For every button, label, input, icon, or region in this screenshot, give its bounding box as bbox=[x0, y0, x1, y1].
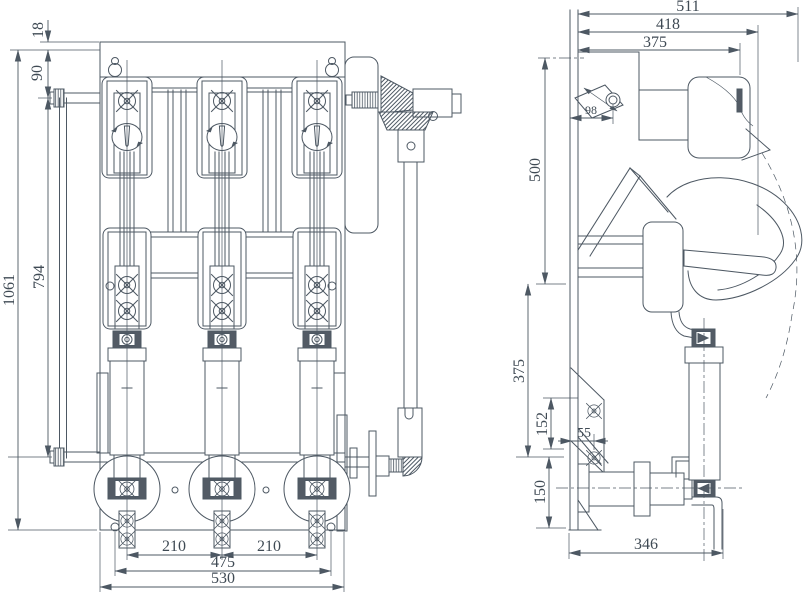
operating-mechanism bbox=[344, 56, 462, 409]
dim-side-bushing-drop: 150 bbox=[532, 480, 549, 504]
dim-side-base-depth: 346 bbox=[634, 536, 658, 553]
dim-side-mid-depth: 418 bbox=[656, 16, 680, 33]
front-view: 18 90 1061 794 210 210 475 530 bbox=[1, 20, 462, 592]
side-view: 511 418 375 98 500 375 152 55 150 bbox=[511, 0, 803, 562]
terminal-bracket-side bbox=[570, 367, 605, 474]
operating-handle bbox=[683, 249, 777, 276]
mounting-keyhole-right bbox=[325, 57, 339, 77]
dim-front-shaft-span: 794 bbox=[31, 265, 48, 289]
dim-front-pole-pitch-left: 210 bbox=[162, 538, 186, 555]
dim-front-mounting-hole-span: 475 bbox=[211, 554, 235, 571]
dim-side-hole-face-offset: 55 bbox=[577, 426, 591, 441]
swing-arc bbox=[761, 152, 798, 399]
side-dimensions: 511 418 375 98 500 375 152 55 150 bbox=[511, 0, 799, 559]
dim-front-base-width: 530 bbox=[211, 570, 235, 587]
dim-side-mid-height: 375 bbox=[511, 359, 528, 383]
dim-side-upper-height: 500 bbox=[527, 158, 544, 182]
upper-bushing-side bbox=[638, 89, 689, 141]
pole-assembly-3 bbox=[284, 60, 350, 560]
housing-side bbox=[577, 177, 803, 339]
dim-front-pole-pitch-right: 210 bbox=[257, 538, 281, 555]
bevel-gear bbox=[378, 75, 462, 131]
dim-side-overall-depth: 511 bbox=[676, 0, 699, 15]
pole-assembly-1 bbox=[94, 60, 160, 560]
pole-assembly-2 bbox=[189, 60, 255, 560]
dim-front-overall-height: 1061 bbox=[1, 274, 18, 306]
dim-front-shaft-drop: 90 bbox=[29, 65, 46, 81]
handle-hole-plate bbox=[574, 84, 624, 119]
dim-side-inner-depth: 375 bbox=[643, 34, 667, 51]
lower-bushing-side bbox=[577, 461, 693, 517]
dim-side-bracket-hole-height: 152 bbox=[534, 412, 551, 436]
interlock-shaft-lower bbox=[49, 447, 101, 467]
front-dimensions: 18 90 1061 794 210 210 475 530 bbox=[1, 20, 345, 592]
interlock-shaft-upper bbox=[49, 88, 101, 108]
dim-side-handle-hole-offset: 98 bbox=[585, 103, 597, 117]
mounting-keyhole-left bbox=[108, 57, 122, 77]
pole-head-side bbox=[687, 76, 798, 399]
phase-linkage bbox=[150, 87, 294, 279]
fuse-tube-side bbox=[556, 318, 742, 562]
dim-front-top-offset: 18 bbox=[30, 22, 47, 38]
interlock-rod bbox=[59, 97, 67, 459]
drive-crank bbox=[344, 407, 423, 497]
